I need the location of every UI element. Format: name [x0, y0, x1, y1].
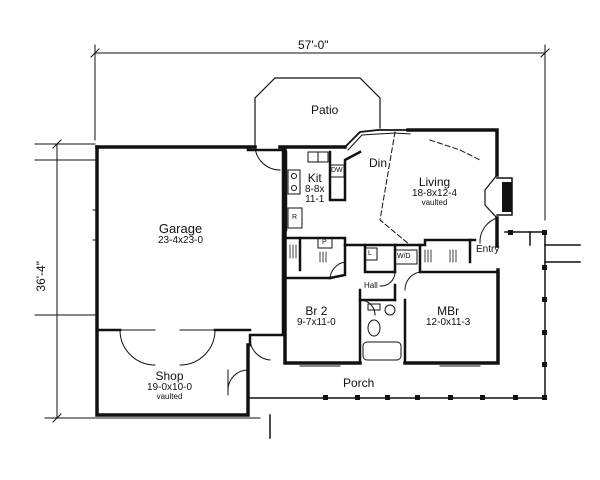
din-label: Din [369, 156, 388, 170]
living-name: Living [418, 175, 451, 189]
kit-label: Kit 8-8x 11-1 [305, 172, 324, 206]
br2-label: Br 2 9-7x11-0 [297, 305, 336, 328]
windows [92, 209, 481, 367]
dining-bay [343, 129, 409, 149]
br2-name: Br 2 [305, 304, 328, 318]
garage-label: Garage 23-4x23-0 [158, 222, 203, 246]
entry-label: Entry [476, 244, 500, 255]
patio-outline [254, 77, 381, 146]
mbr-size: 12-0x11-3 [426, 316, 471, 328]
linen-label: L [368, 250, 372, 257]
kit-size-line2: 11-1 [305, 194, 325, 206]
mbr-door-swing [404, 271, 421, 291]
width-dimension-line [90, 44, 550, 221]
shop-door-swing [249, 339, 271, 361]
living-note: vaulted [421, 198, 448, 208]
fireplace [496, 177, 513, 216]
range [287, 169, 301, 195]
hall-label: Hall [364, 281, 378, 290]
washer-dryer-label: W/D [397, 253, 411, 260]
closet-hatch [289, 244, 457, 263]
shop-note: vaulted [156, 392, 183, 402]
dishwasher [329, 164, 345, 178]
washer-dryer [394, 249, 418, 265]
kit-name: Kit [307, 171, 322, 185]
porch-posts [323, 230, 547, 400]
living-label: Living 18-8x12-4 vaulted [412, 176, 457, 207]
garage-name: Garage [158, 221, 203, 236]
br2-size: 9-7x11-0 [297, 316, 336, 328]
garage-door-swing [254, 146, 281, 171]
mbr-name: MBr [437, 304, 460, 318]
garage-size: 23-4x23-0 [158, 234, 204, 246]
porch [247, 231, 581, 439]
depth-dimension-line [34, 139, 261, 423]
living-size: 18-8x12-4 [412, 187, 458, 199]
pantry-label: P [322, 239, 327, 246]
refrigerator-label: R [292, 214, 298, 221]
dining-living-divider [379, 131, 481, 246]
dishwasher-label: DW [331, 167, 343, 174]
shop-size: 19-0x10-0 [147, 381, 193, 393]
kitchen-sink [307, 151, 329, 163]
entry-door-swing [479, 217, 498, 244]
bathroom-fixtures [362, 303, 402, 361]
shop-label: Shop 19-0x10-0 vaulted [147, 370, 192, 401]
kit-size-line1: 8-8x [305, 183, 325, 195]
linen-closet [364, 247, 378, 261]
br2-door-swing [329, 261, 346, 279]
patio-label: Patio [311, 103, 339, 117]
hall-door-swing [379, 271, 396, 287]
interior-walls [95, 145, 499, 365]
refrigerator [287, 207, 303, 229]
shop-name: Shop [155, 369, 184, 383]
shop-double-doors [119, 329, 216, 366]
depth-label: 36'-4" [33, 261, 48, 292]
width-label: 57'-0" [298, 38, 329, 52]
pantry [317, 237, 333, 249]
mbr-label: MBr 12-0x11-3 [426, 305, 470, 328]
porch-label: Porch [343, 376, 375, 390]
